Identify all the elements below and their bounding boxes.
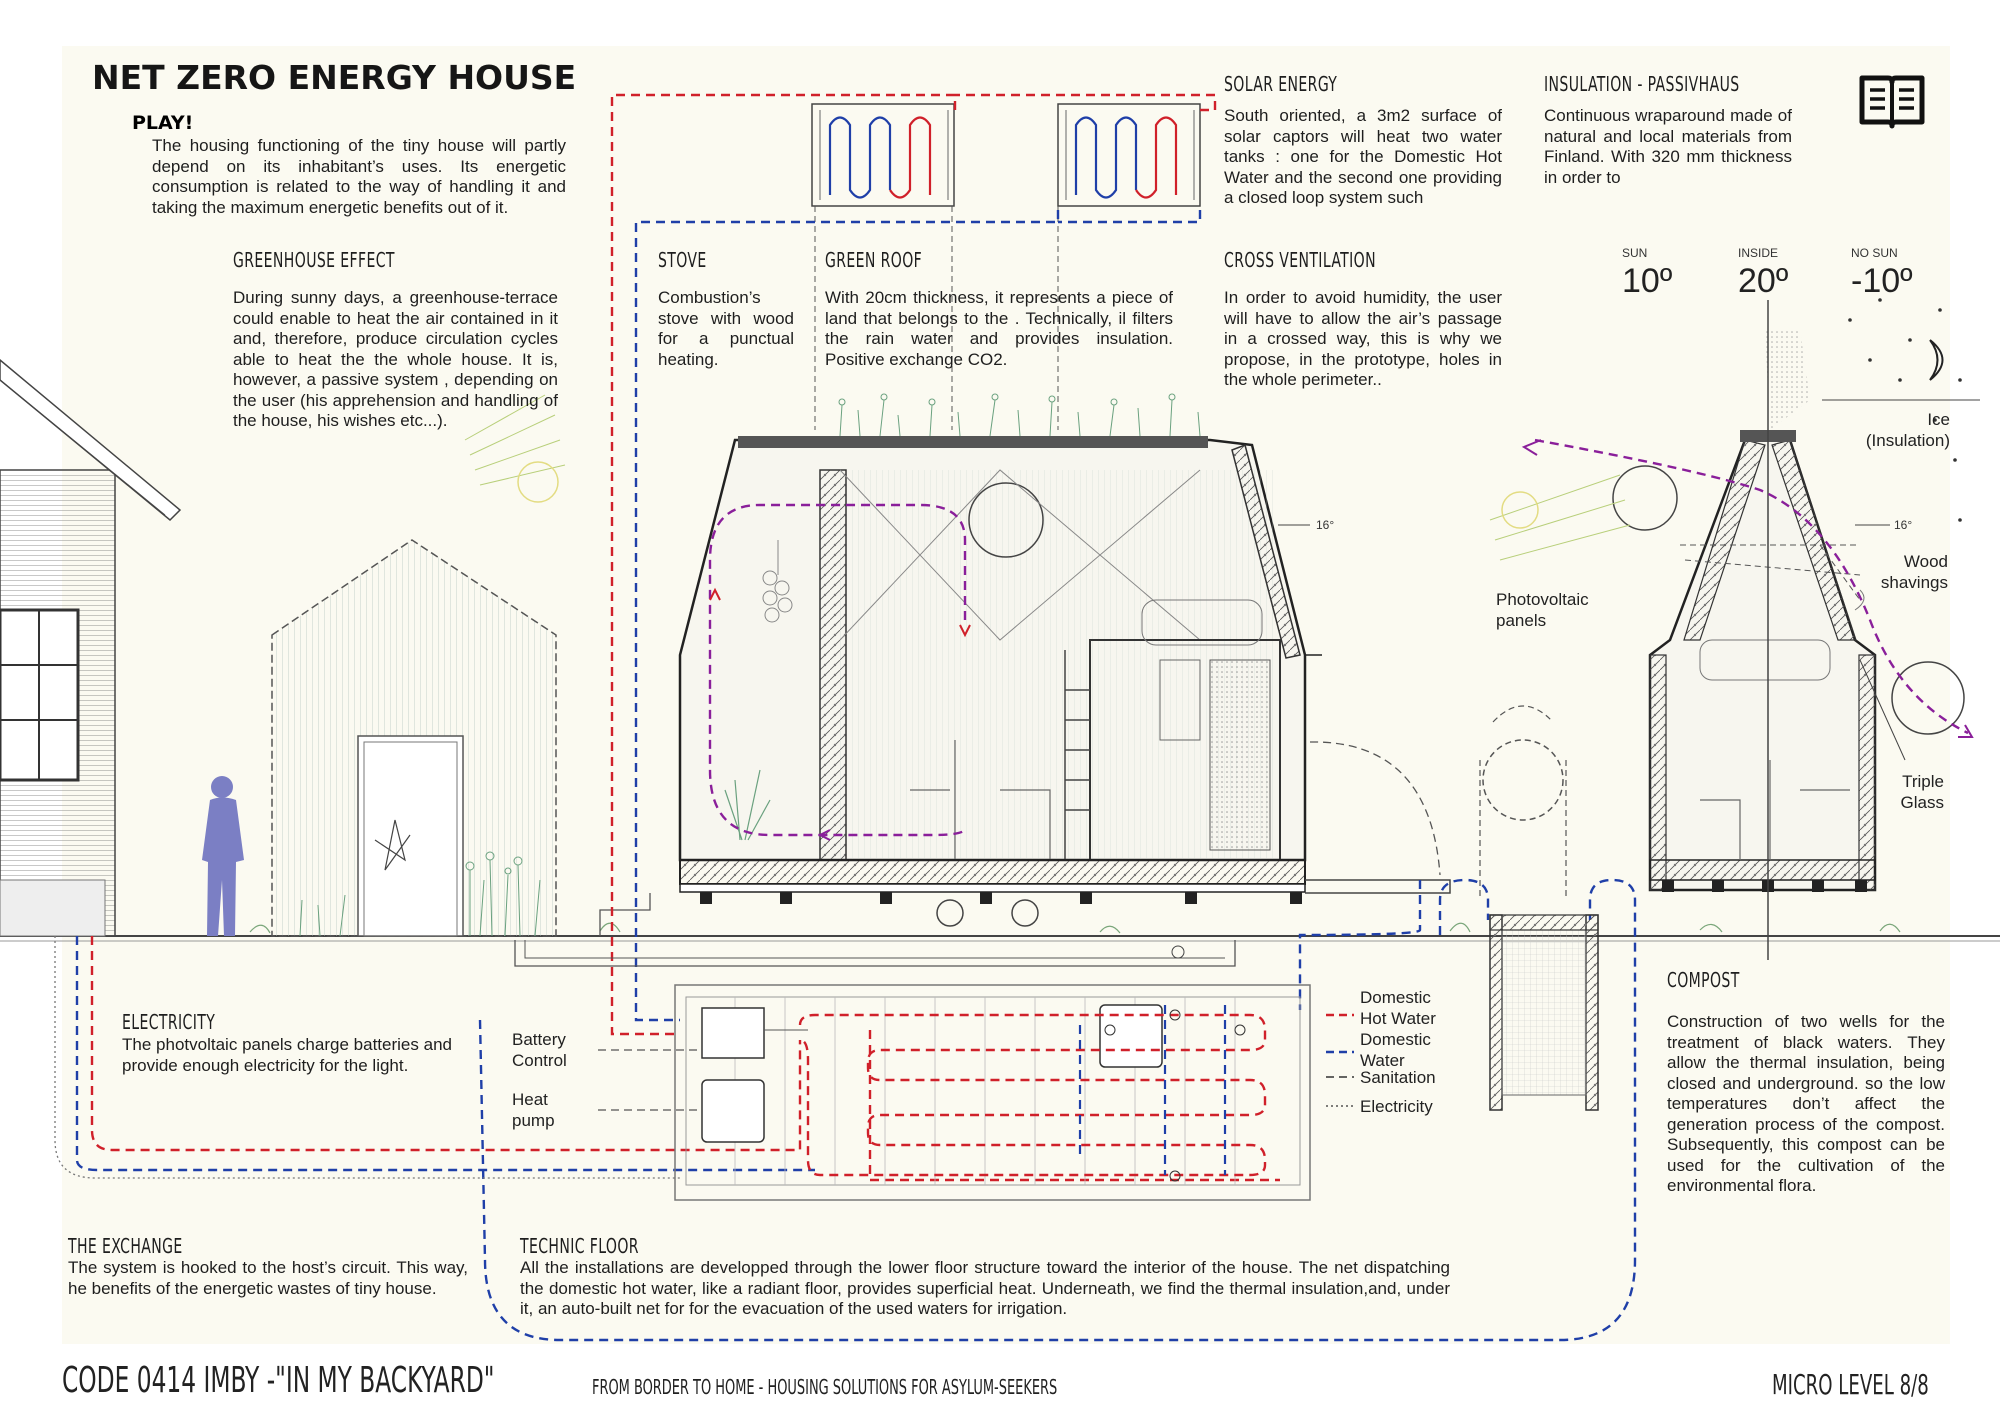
photovoltaic-label: Photovoltaic panels	[1496, 590, 1589, 630]
stove-title: STOVE	[658, 248, 707, 272]
tiny-house-section	[599, 393, 1451, 936]
temp-sun-value: 10º	[1622, 262, 1673, 300]
ice-label: Ice (Insulation)	[1865, 410, 1950, 450]
greenhouse-text: During sunny days, a greenhouse-terrace …	[233, 288, 558, 430]
technic-floor-text: All the installations are developped thr…	[520, 1258, 1450, 1318]
play-heading: PLAY!	[132, 112, 194, 134]
exchange-title: THE EXCHANGE	[68, 1234, 183, 1258]
intro-text: The housing functioning of the tiny hous…	[152, 136, 566, 217]
cross-ventilation-title: CROSS VENTILATION	[1224, 248, 1376, 272]
host-house	[0, 359, 182, 937]
pipe-network	[75, 93, 1637, 1342]
cross-section-house	[1489, 298, 1980, 960]
footer-code-title: CODE 0414 IMBY -"IN MY BACKYARD"	[62, 1360, 495, 1401]
compost-text: Construction of two wells for the treatm…	[1667, 1012, 1945, 1195]
wood-label: Wood shavings	[1880, 552, 1948, 592]
footer-level: MICRO LEVEL 8/8	[1772, 1368, 1929, 1401]
temp-sun-label: SUN	[1622, 246, 1648, 260]
green-roof-title: GREEN ROOF	[825, 248, 923, 272]
footer-subtitle: FROM BORDER TO HOME - HOUSING SOLUTIONS …	[592, 1375, 1058, 1399]
technic-floor-plan	[598, 984, 1311, 1201]
solar-text: South oriented, a 3m2 surface of solar c…	[1224, 106, 1502, 207]
electricity-text: The photvoltaic panels charge batteries …	[122, 1035, 452, 1075]
temp-inside-value: 20º	[1738, 262, 1789, 300]
legend-swatches	[1326, 1013, 1354, 1107]
exchange-text: The system is hooked to the host’s circu…	[68, 1258, 468, 1298]
person-silhouette	[202, 776, 244, 936]
stove-text: Combustion’s stove with wood for a punct…	[658, 288, 794, 369]
moon-icon	[1929, 339, 1944, 381]
battery-label: Battery Control	[512, 1030, 567, 1070]
book-icon	[1859, 75, 1925, 129]
green-roof-text: With 20cm thickness, it represents a pie…	[825, 288, 1173, 369]
temp-nosun-value: -10º	[1851, 262, 1913, 300]
compost-title: COMPOST	[1667, 968, 1740, 992]
legend-electricity: Electricity	[1360, 1097, 1433, 1116]
solar-title: SOLAR ENERGY	[1224, 72, 1338, 96]
triple-glass-label: Triple Glass	[1900, 772, 1944, 812]
legend-sanitation: Sanitation	[1360, 1068, 1436, 1087]
solar-panel-left	[811, 103, 955, 207]
angle-label-section: 16°	[1894, 518, 1913, 532]
solar-panel-right	[1057, 103, 1201, 207]
technic-floor-title: TECHNIC FLOOR	[520, 1234, 639, 1258]
greenhouse-title: GREENHOUSE EFFECT	[233, 248, 395, 272]
insulation-title: INSULATION - PASSIVHAUS	[1544, 72, 1740, 96]
greenhouse-shed	[271, 394, 566, 937]
compost-wells	[1479, 705, 1599, 1111]
temp-nosun-label: NO SUN	[1851, 246, 1898, 260]
insulation-text: Continuous wraparound made of natural an…	[1544, 106, 1792, 187]
heat-pump-label: Heat pump	[512, 1090, 555, 1130]
air-circulation	[708, 438, 1969, 837]
legend-hot-water: Domestic Hot Water	[1360, 988, 1436, 1028]
page-title: NET ZERO ENERGY HOUSE	[92, 58, 577, 97]
garden-plants	[299, 851, 541, 937]
angle-label-main: 16°	[1316, 518, 1335, 532]
electricity-title: ELECTRICITY	[122, 1010, 216, 1034]
green-roof-plants	[838, 393, 1201, 437]
temp-inside-label: INSIDE	[1738, 246, 1779, 260]
cross-ventilation-text: In order to avoid humidity, the user wil…	[1224, 288, 1502, 389]
legend-domestic-water: Domestic Water	[1360, 1030, 1431, 1070]
